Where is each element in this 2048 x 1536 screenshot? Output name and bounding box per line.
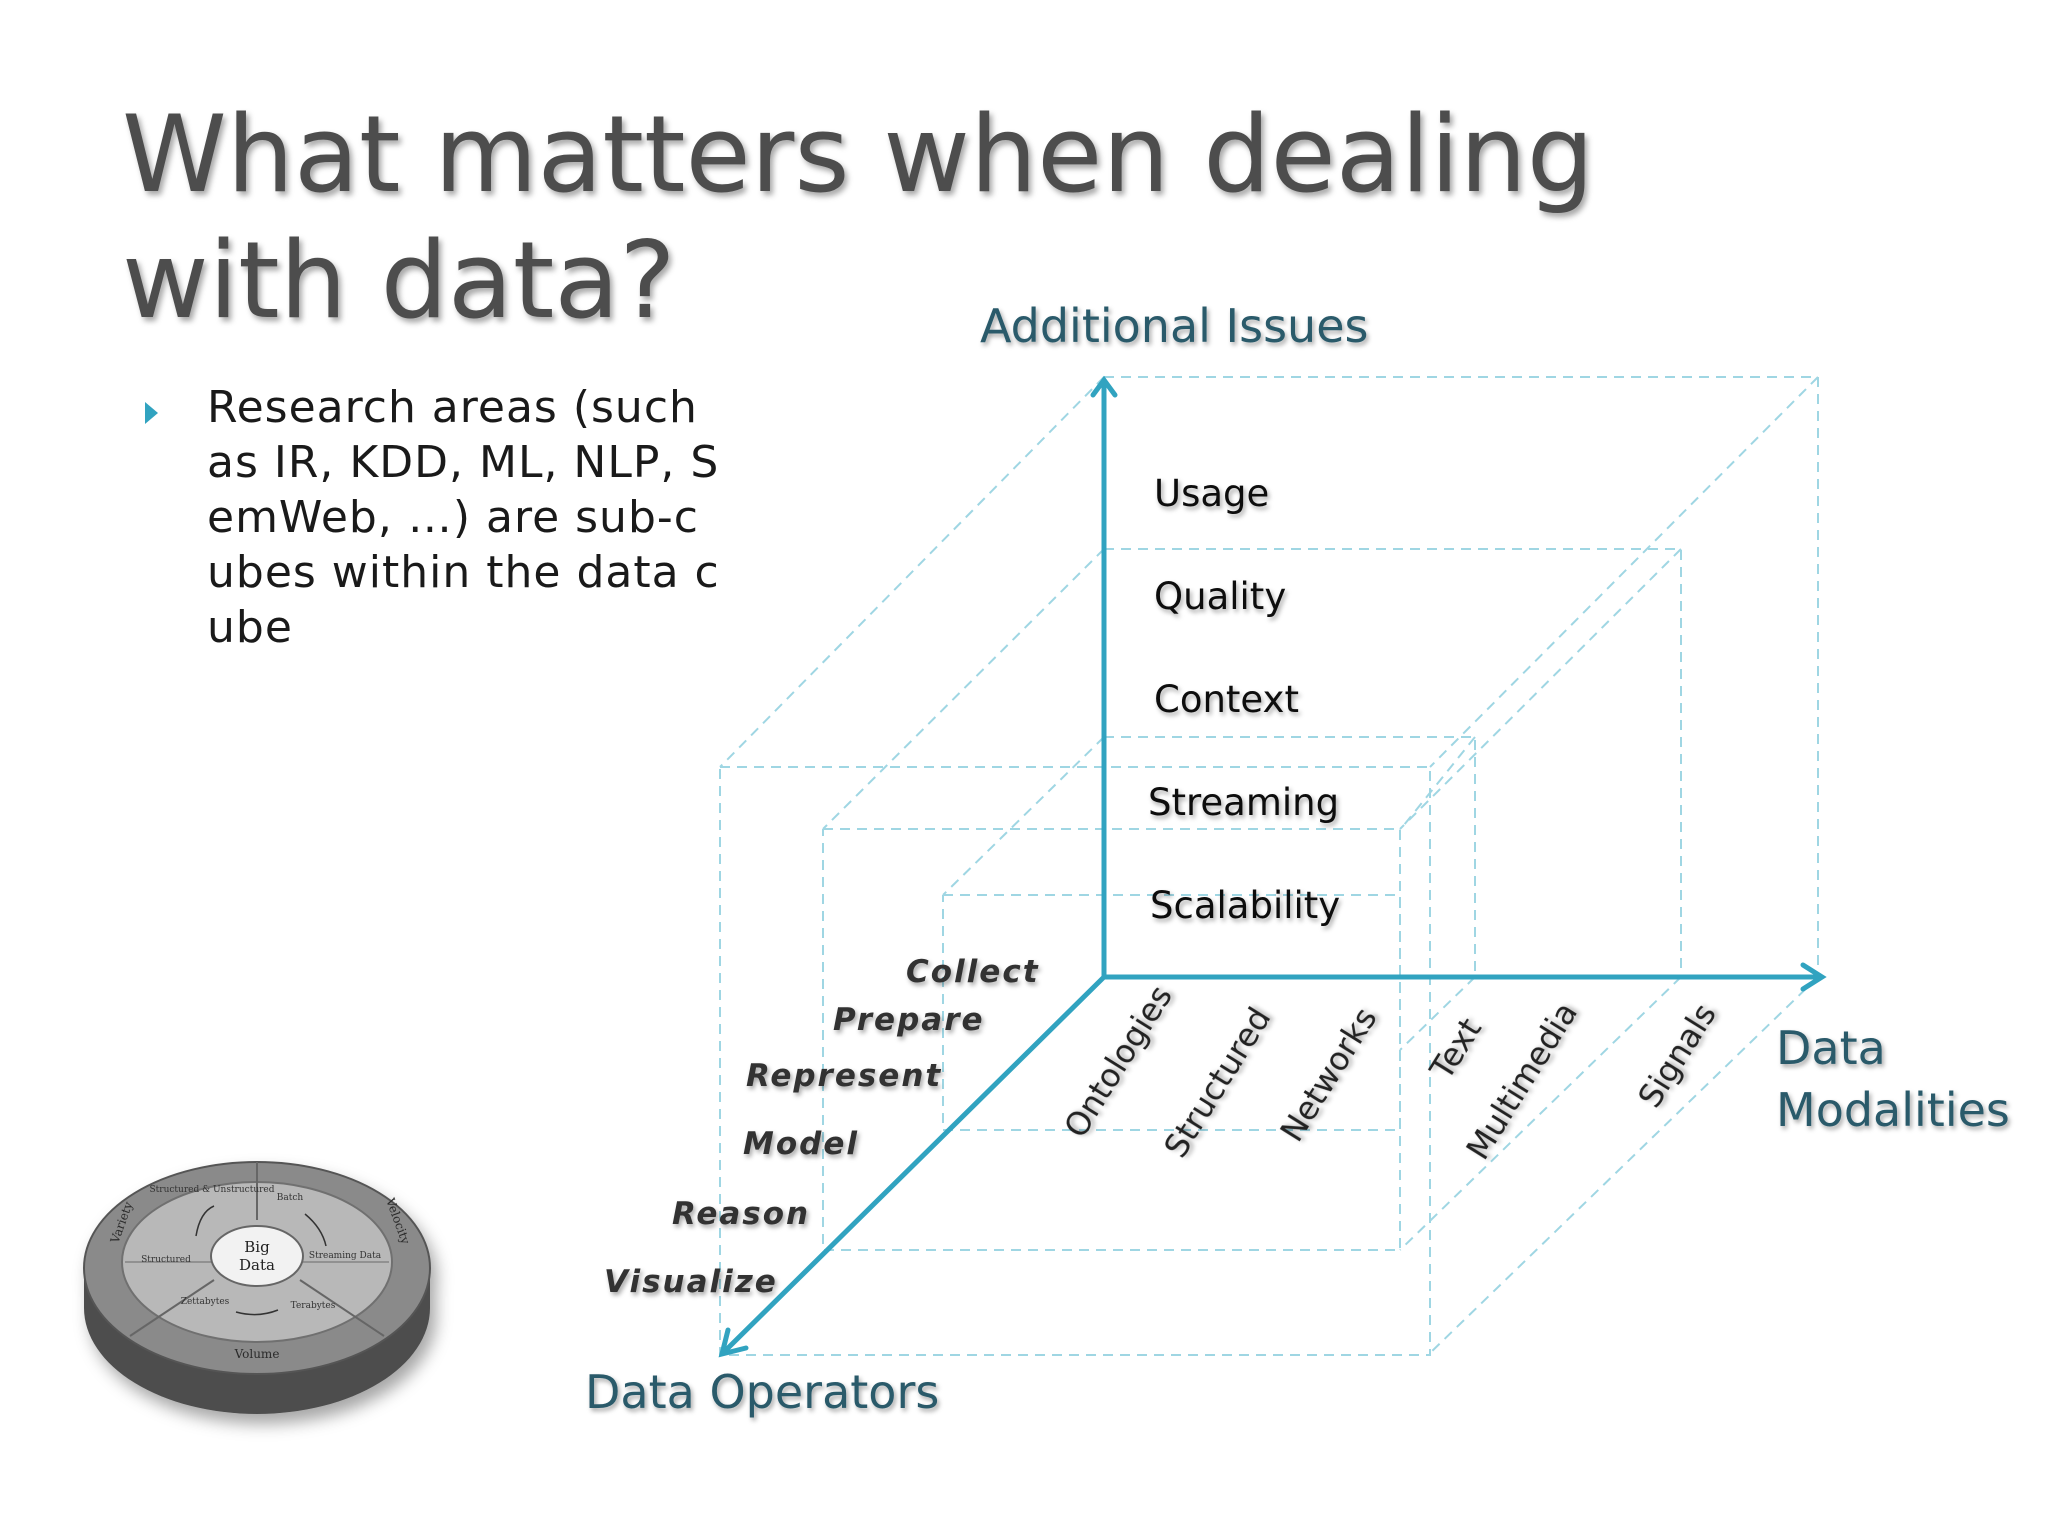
operator-prepare: Prepare [833,1002,985,1038]
operator-represent: Represent [746,1058,942,1094]
wheel-label-structured-unstructured: Structured & Unstructured [149,1185,274,1195]
wheel-label-batch: Batch [277,1193,304,1203]
axis-title-data-operators: Data Operators [585,1365,939,1419]
mid-cube-edge [1399,548,1682,830]
outer-cube-edge [719,376,1105,768]
slide-title: What matters when dealing with data? [122,93,1595,342]
modality-multimedia: Multimedia [1459,995,1585,1166]
mid-cube-back [1104,548,1682,977]
outer-cube-front [719,766,1431,1356]
wheel-center-line1: Big [244,1238,270,1256]
modality-structured: Structured [1157,1001,1279,1165]
axis-arrowhead-right-icon [1800,962,1827,992]
operator-collect: Collect [906,954,1040,990]
big-data-wheel-face: Big Data Structured & Unstructured Batch… [107,1162,413,1361]
wheel-label-zettabytes: Zettabytes [181,1297,230,1307]
wheel-label-volume: Volume [234,1347,280,1361]
wheel-label-streaming: Streaming Data [309,1251,382,1261]
mid-cube-edge [1399,976,1682,1251]
wheel-arrow-icon [195,1205,215,1237]
small-cube-edge [1399,736,1476,831]
outer-cube-edge [1427,976,1819,1356]
wheel-center [210,1225,304,1287]
issue-labels: Usage Quality Context Streaming Scalabil… [1148,472,1340,927]
modality-networks: Networks [1273,1001,1385,1149]
axis-arrowhead-down-left-icon [718,1327,749,1358]
wheel-label-terabytes: Terabytes [291,1301,336,1311]
operator-model: Model [743,1126,859,1162]
operator-visualize: Visualize [604,1264,778,1300]
axis-arrowhead-up-icon [1090,375,1118,398]
small-cube-back [1104,736,1476,977]
axis-title-data-line1: Data [1776,1021,1886,1075]
modality-text: Text [1422,1011,1489,1087]
issue-quality: Quality [1154,575,1286,618]
axis-title-additional-issues: Additional Issues [980,299,1368,353]
operator-labels: Collect Prepare Represent Model Reason V… [604,954,1040,1300]
guide-lines [719,376,1819,1356]
bullet-triangle-icon [145,402,158,424]
operator-reason: Reason [672,1196,810,1232]
issue-streaming: Streaming [1148,781,1339,824]
small-cube-front [942,894,1401,1131]
wheel-arrow-icon [304,1213,327,1247]
small-cube-edge [1399,976,1476,1051]
outer-cube-edge [1429,376,1819,768]
wheel-arrow-icon [235,1309,279,1316]
issue-usage: Usage [1154,472,1269,515]
modality-labels: Ontologies Structured Networks Text Mult… [1057,979,1724,1167]
issue-context: Context [1154,678,1299,721]
bullet-text: Research areas (such as IR, KDD, ML, NLP… [207,382,720,653]
axis-data-operators [724,974,1107,1352]
modality-signals: Signals [1631,997,1724,1115]
wheel-label-structured: Structured [141,1255,191,1265]
axis-title-modalities-line2: Modalities [1776,1083,2010,1137]
axes [718,375,1827,1358]
mid-cube-edge [822,548,1105,830]
small-cube-edge [942,736,1105,896]
wheel-center-line2: Data [239,1256,275,1274]
issue-scalability: Scalability [1150,884,1340,927]
